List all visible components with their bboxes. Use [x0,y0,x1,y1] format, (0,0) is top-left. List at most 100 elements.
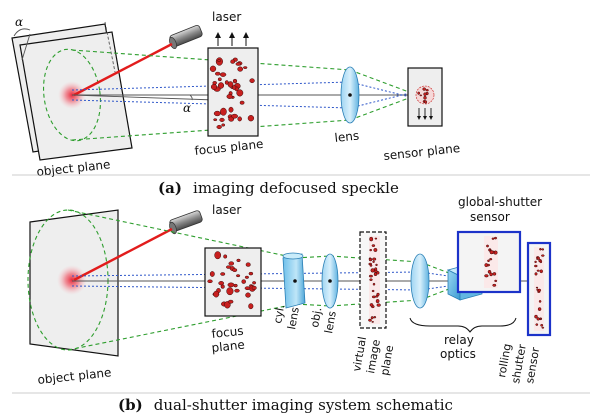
speckle [492,283,497,287]
speckle [422,87,426,91]
speckle [207,279,213,284]
speckle [375,263,378,267]
laser-a [73,24,203,97]
sensor-plane-label-a: sensor plane [383,141,461,163]
global-shutter-label-1: global-shutter [458,195,542,209]
obj-lens-label-2: lens [322,310,339,335]
speckle [534,314,538,319]
caption-text-a: imaging defocused speckle [193,179,399,197]
focus-plane-label-a: focus plane [194,137,264,158]
speckle [488,248,492,252]
speckle [212,81,217,85]
rolling-shutter-sensor [526,241,552,337]
speckle [248,271,254,276]
speckle [241,279,246,284]
speckle [228,106,234,113]
speckle [423,95,427,100]
speckle [423,92,427,96]
speckle [226,94,233,99]
speckle [228,261,235,266]
speckle [369,248,373,252]
obj-lens-label-1: obj. [308,306,324,328]
speckle [371,289,375,293]
cyl-lens-b [282,252,306,309]
speckle [419,94,423,97]
virtual-image-plane-b [359,231,387,329]
speckle [217,59,222,62]
speckle [214,251,222,260]
speckle [376,303,381,307]
speckle [227,81,234,88]
global-speckle-strip [484,236,498,287]
alpha-arc-a2 [189,94,193,101]
relay-lens-b [410,253,430,309]
speckle [239,100,245,105]
speckle [223,254,228,259]
cyl-lens-label-1: cyl. [271,303,287,324]
speckle-pattern-b [207,251,257,310]
speckle [232,268,238,272]
speckle [369,236,374,242]
speckle [372,260,375,263]
speckle [368,318,372,322]
speckle [535,323,539,326]
speckle [537,307,542,311]
speckle [369,303,374,307]
speckle [220,272,226,276]
rolling-label-3: sensor [523,346,542,385]
speckle [536,256,540,260]
speckle [368,274,373,278]
alpha-label-a1: α [15,15,23,29]
lens-a [340,66,360,124]
caption-tag-b: (b) [118,396,143,414]
speckle [213,110,221,117]
caption-b: (b) dual-shutter imaging system schemati… [118,395,453,414]
speckle-pattern-a [209,57,255,130]
speckle [237,66,244,72]
speckle [375,294,379,298]
panel-b: laser [12,195,590,414]
speckle [484,263,489,268]
speckle [535,286,539,289]
speckle [539,260,543,264]
caption-tag-a: (a) [158,179,182,197]
speckle [226,287,234,296]
speckle [210,83,218,90]
speckle [244,275,249,279]
speckle [245,292,251,298]
speckle [233,283,238,288]
virtual-speckle-strip [368,236,381,323]
object-plane-b [27,209,119,357]
lens-label-a: lens [334,128,360,144]
speckle [232,85,237,90]
speckle [534,260,537,264]
speckle [537,288,542,292]
sensor-speckle-a [417,87,429,104]
speckle [489,250,494,255]
focus-plane-b [204,247,262,317]
speckle [368,257,373,262]
speckle [230,59,236,64]
virtual-label-1: virtual [350,336,369,373]
speckle [244,286,251,291]
laser-b [73,210,203,282]
speckle [538,317,542,320]
rolling-speckle-strip [534,247,545,329]
laser-label-b: laser [212,203,241,217]
object-plane-label-a: object plane [36,157,111,179]
speckle [236,89,244,97]
virtual-label-3: plane [378,344,396,377]
speckle [247,115,255,122]
speckle [486,244,489,248]
alpha-label-a2: α [183,101,191,115]
speckle [541,254,545,257]
speckle [234,288,240,293]
speckle [243,66,248,69]
speckle [539,247,542,251]
speckle [371,321,374,323]
speckle [251,285,257,290]
caption-a: (a) imaging defocused speckle [158,178,399,197]
speckle [231,113,238,119]
speckle [209,65,217,72]
